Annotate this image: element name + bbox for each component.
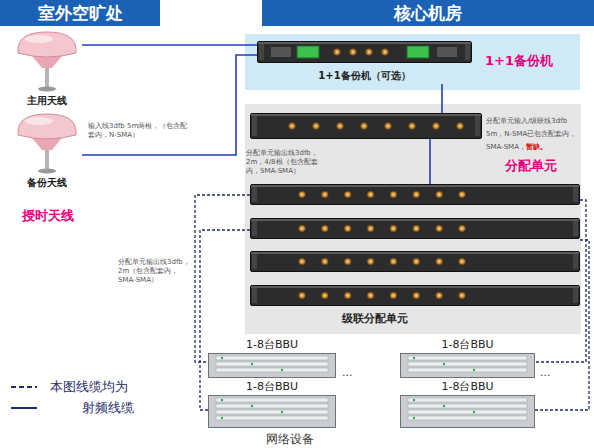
bbu-box: 1-8台BBU: [400, 338, 535, 378]
bbu-icon: [208, 395, 336, 428]
node-text: 1+1备份机: [485, 52, 575, 70]
rf-cable: [82, 55, 257, 155]
label-slot: ...: [540, 366, 551, 377]
antenna: 备份天线: [12, 112, 82, 192]
ellipsis: ...: [342, 366, 353, 379]
antenna-icon: [12, 30, 82, 92]
backup-unit-icon: [257, 37, 472, 65]
legend-row: 射频线缆: [10, 399, 190, 417]
bbu-icon: [208, 353, 336, 378]
ellipsis: ...: [540, 366, 551, 379]
cascade-units-icon: [250, 184, 580, 308]
cable-note: 分配单元输出线3dfb，2m，4/8根（包含配套内，SMA-SMA）: [246, 149, 330, 176]
node-text: 1-8台BBU: [208, 338, 336, 352]
cable-note: 分配单元输出线3dfb，2m（包含配套内，SMA-SMA）: [118, 258, 190, 285]
text-slot: 主用天线: [12, 94, 82, 108]
node-text: 核心机房: [262, 0, 594, 26]
region-header: 核心机房: [262, 0, 594, 26]
antenna-icon: [12, 112, 82, 174]
text-slot: 分配单元: [505, 157, 585, 175]
legend-text: 射频线缆: [82, 399, 134, 417]
legend-line: [11, 407, 37, 409]
node-text: 级联分配单元: [275, 312, 475, 326]
text-slot: 1+1备份机（可选）: [257, 69, 472, 83]
legend-line: [11, 386, 37, 388]
label-slot: 分配单元输出线3dfb，2m（包含配套内，SMA-SMA）: [118, 258, 190, 285]
label-slot: 分配单元输入/级联线3dfb 5m，N-SMA已包含配套内，SMA-SMA，暂缺…: [486, 113, 578, 152]
bbu-icon: [400, 395, 535, 428]
rf-cable: [441, 84, 443, 113]
text-slot: 级联分配单元: [275, 312, 475, 326]
node-text: 分配单元: [505, 157, 585, 175]
text-slot: 1+1备份机: [485, 52, 575, 70]
node-text: 1-8台BBU: [400, 380, 535, 394]
label-slot: 分配单元输出线3dfb，2m，4/8根（包含配套内，SMA-SMA）: [246, 149, 330, 176]
label-slot: 网络设备: [266, 432, 314, 446]
warning-text: 暂缺。: [526, 143, 547, 151]
legend-sample: [10, 399, 38, 417]
distribution-unit: 分配单元: [250, 113, 482, 139]
label-slot: 输入线3dfb 5m两根，（包含配套内，N-SMA）: [88, 122, 188, 140]
legend-sample: [10, 378, 38, 396]
backup-unit: 1+1备份机（可选）: [257, 37, 472, 84]
cascade-group: 级联分配单元: [250, 184, 580, 330]
node-text: 备份天线: [12, 176, 82, 190]
rf-cable-dashed: [200, 230, 250, 410]
bbu-icon: [400, 353, 535, 378]
node-text: 室外空旷处: [0, 0, 160, 26]
rf-cable: [429, 139, 431, 184]
distribution-unit-icon: [250, 113, 482, 139]
bbu-box: 1-8台BBU: [208, 338, 336, 378]
backup-panel: 1+1备份机 1+1备份机（可选）: [245, 34, 580, 90]
rf-cable: [82, 44, 257, 46]
footer-label: 网络设备: [266, 432, 314, 446]
legend-text: 本图线缆均为: [50, 378, 128, 396]
region-header: 室外空旷处: [0, 0, 160, 26]
cable-note: 输入线3dfb 5m两根，（包含配套内，N-SMA）: [88, 122, 188, 140]
node-text: 主用天线: [12, 94, 82, 108]
node-text: 1-8台BBU: [208, 380, 336, 394]
text-slot: 备份天线: [12, 176, 82, 190]
bbu-box: 1-8台BBU: [208, 380, 336, 428]
label-slot: 授时天线: [22, 210, 74, 220]
node-text: 1+1备份机（可选）: [257, 69, 472, 83]
legend-row: 本图线缆均为: [10, 378, 190, 396]
bbu-box: 1-8台BBU: [400, 380, 535, 428]
rf-cable-dashed: [195, 195, 250, 362]
section-label: 授时天线: [22, 208, 74, 223]
label-slot: ...: [342, 366, 353, 377]
distribution-region: [245, 104, 581, 334]
antenna: 主用天线: [12, 30, 82, 110]
node-text: 1-8台BBU: [400, 338, 535, 352]
